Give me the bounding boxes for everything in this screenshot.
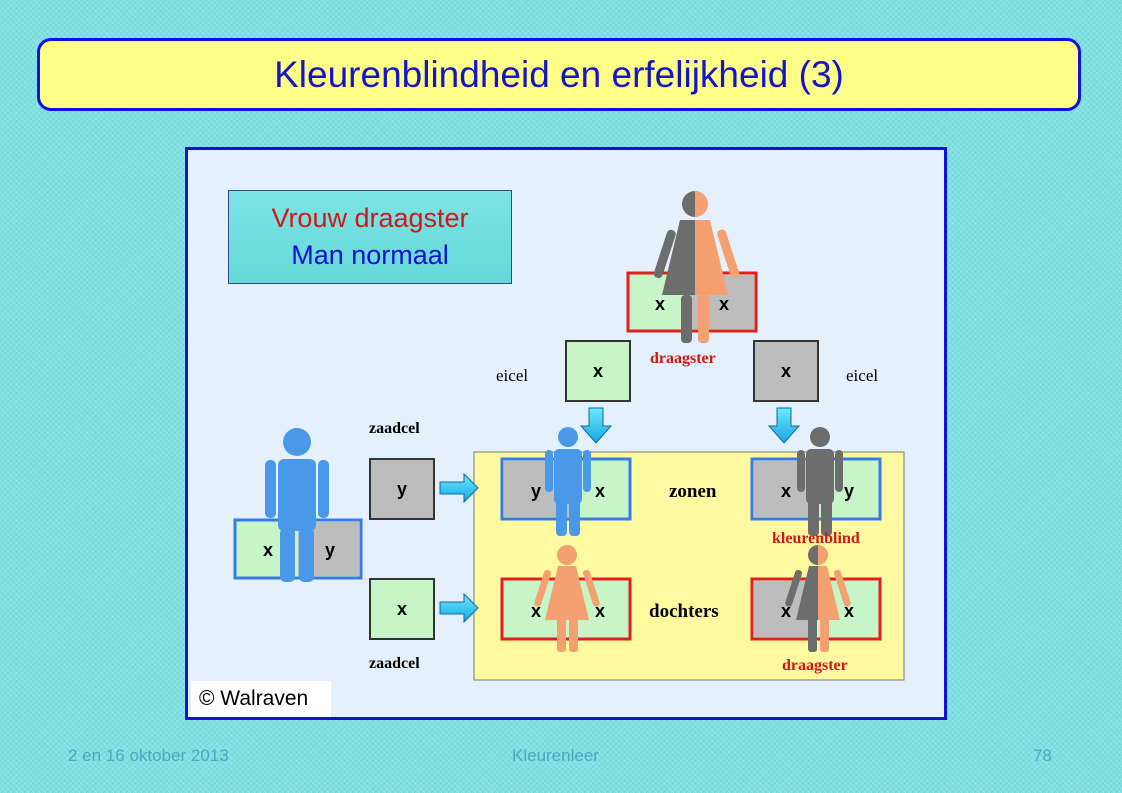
egg-box-right xyxy=(753,340,819,402)
down-arrow-left xyxy=(579,407,613,444)
father-y: y xyxy=(325,540,335,560)
legend-box: Vrouw draagster Man normaal xyxy=(228,190,512,284)
son-right-colourblind-figure xyxy=(797,427,843,536)
mother-label: draagster xyxy=(650,350,716,367)
daughter-left-normal-figure xyxy=(534,545,600,652)
footer-page-number: 78 xyxy=(1033,746,1052,765)
daughter-right-carrier-figure xyxy=(785,545,851,652)
mother-carrier-figure xyxy=(653,191,740,343)
egg-label-left: eicel xyxy=(496,366,528,385)
footer-topic: Kleurenleer xyxy=(512,746,599,765)
legend-line-carrier: Vrouw draagster xyxy=(271,203,469,233)
son-left-y: y xyxy=(531,481,541,501)
right-arrow-bottom xyxy=(439,592,479,624)
son-right-y: y xyxy=(844,481,854,501)
son-right-label: kleurenblind xyxy=(772,530,860,547)
diagram-frame: x xyxy=(185,147,947,720)
egg-label-right: eicel xyxy=(846,366,878,385)
son-left-normal-figure xyxy=(545,427,591,536)
title-box: Kleurenblindheid en erfelijkheid (3) xyxy=(37,38,1081,111)
slide-title: Kleurenblindheid en erfelijkheid (3) xyxy=(274,53,844,95)
legend-line-normal: Man normaal xyxy=(291,240,449,270)
sperm-box-y xyxy=(369,458,435,520)
daughter-right-label: draagster xyxy=(782,657,848,674)
copyright-credit: © Walraven xyxy=(191,681,331,717)
father-normal-figure xyxy=(265,428,329,582)
inheritance-diagram: x xyxy=(233,191,905,681)
sons-label: zonen xyxy=(669,481,717,502)
down-arrow-right xyxy=(767,407,801,444)
footer-date: 2 en 16 oktober 2013 xyxy=(68,746,229,765)
sperm-y: y xyxy=(397,479,407,499)
sperm-box-x xyxy=(369,578,435,640)
daughters-label: dochters xyxy=(649,601,719,622)
sperm-label-top: zaadcel xyxy=(369,420,420,437)
sperm-label-bottom: zaadcel xyxy=(369,655,420,672)
right-arrow-top xyxy=(439,472,479,504)
